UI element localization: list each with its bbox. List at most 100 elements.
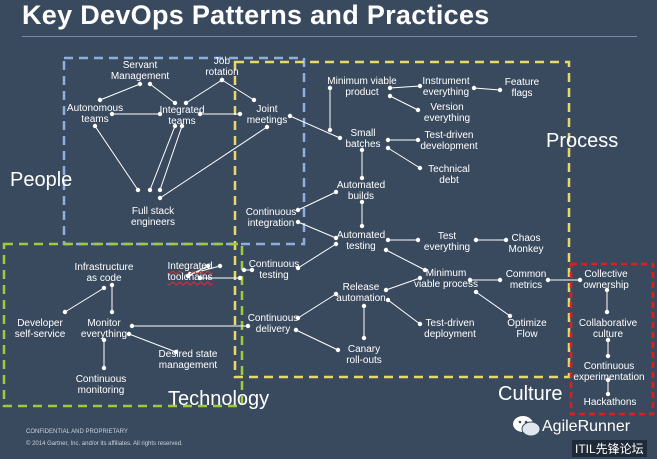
node-release-automation: Release automation xyxy=(336,282,386,304)
connector-dot xyxy=(359,223,365,229)
connector-line xyxy=(297,243,337,269)
connector-dot xyxy=(92,123,98,129)
node-full-stack-engineers: Full stack engineers xyxy=(131,206,175,228)
node-automated-testing: Automated testing xyxy=(336,230,386,252)
connector-line xyxy=(475,291,511,317)
connector-line xyxy=(387,299,421,325)
connector-dot xyxy=(101,337,107,343)
connector-dot xyxy=(333,291,339,297)
connector-dot xyxy=(241,267,247,273)
logo-forum: ITIL先锋论坛 xyxy=(572,440,647,457)
node-hackathons: Hackathons xyxy=(583,397,637,408)
connector-dot xyxy=(185,273,191,279)
node-minimum-viable-product: Minimum viable product xyxy=(327,76,397,98)
connector-line xyxy=(185,79,223,104)
connector-dot xyxy=(172,100,178,106)
connector-dot xyxy=(137,81,143,87)
connector-dot xyxy=(387,93,393,99)
technology-group-box xyxy=(2,242,244,408)
connector-dot xyxy=(173,349,179,355)
connector-dot xyxy=(109,309,115,315)
node-chaos-monkey: Chaos Monkey xyxy=(508,233,544,255)
connector-dot xyxy=(333,189,339,195)
node-infrastructure-as-code: Infrastructure as code xyxy=(74,262,134,284)
logo-brand: AgileRunner xyxy=(542,418,631,435)
connector-dot xyxy=(109,282,115,288)
node-job-rotation: Job rotation xyxy=(205,56,239,78)
connector-dot xyxy=(157,187,163,193)
connector-dot xyxy=(327,127,333,133)
node-continuous-monitoring: Continuous monitoring xyxy=(75,374,127,396)
connector-dot xyxy=(604,309,610,315)
connector-dot xyxy=(245,323,251,329)
connector-dot xyxy=(101,365,107,371)
culture-group-box xyxy=(569,262,655,416)
node-monitor-everything: Monitor everything xyxy=(80,318,128,340)
connector-dot xyxy=(359,147,365,153)
node-continuous-testing: Continuous testing xyxy=(248,259,300,281)
node-autonomous-teams: Autonomous teams xyxy=(66,103,124,125)
connector-dot xyxy=(219,77,225,83)
connector-dot xyxy=(497,87,503,93)
connector-dot xyxy=(183,100,189,106)
node-continuous-integration: Continuous integration xyxy=(245,207,297,229)
connector-dot xyxy=(157,195,163,201)
connector-dot xyxy=(385,137,391,143)
node-integrated-teams: Integrated teams xyxy=(159,105,205,127)
connector-dot xyxy=(101,285,107,291)
connector-line xyxy=(99,83,141,101)
node-joint-meetings: Joint meetings xyxy=(246,104,288,126)
connector-dot xyxy=(417,321,423,327)
connector-dot xyxy=(197,275,203,281)
connector-dot xyxy=(383,247,389,253)
connector-line xyxy=(221,79,255,101)
connector-dot xyxy=(545,277,551,283)
node-continuous-experimentation: Continuous experimentation xyxy=(573,361,645,383)
connector-line xyxy=(94,125,139,191)
connector-dot xyxy=(467,277,473,283)
connector-dot xyxy=(417,275,423,281)
connector-line xyxy=(159,126,268,199)
connector-dot xyxy=(333,235,339,241)
node-small-batches: Small batches xyxy=(345,128,381,150)
connector-dot xyxy=(359,175,365,181)
connector-dot xyxy=(471,85,477,91)
connector-dot xyxy=(417,83,423,89)
connector-dot xyxy=(422,267,428,273)
connector-dot xyxy=(179,123,185,129)
wechat-icon xyxy=(513,416,541,437)
process-group-box xyxy=(233,60,571,379)
connector-line xyxy=(64,287,105,313)
connector-dot xyxy=(605,337,611,343)
node-instrument-everything: Instrument everything xyxy=(422,76,470,98)
connector-dot xyxy=(415,107,421,113)
connector-dot xyxy=(126,331,132,337)
node-servant-management: Servant Management xyxy=(110,60,170,82)
connector-dot xyxy=(605,377,611,383)
connector-dot xyxy=(385,145,391,151)
connector-dot xyxy=(604,287,610,293)
node-technical-debt: Technical debt xyxy=(428,164,470,186)
connector-dot xyxy=(337,135,343,141)
connector-dot xyxy=(361,335,367,341)
node-minimum-viable-process: Minimum viable process xyxy=(414,268,478,290)
connector-dot xyxy=(503,237,509,243)
connector-dot xyxy=(383,287,389,293)
connector-dot xyxy=(287,113,293,119)
connector-dot xyxy=(605,353,611,359)
connector-dot xyxy=(295,265,301,271)
node-feature-flags: Feature flags xyxy=(504,77,540,99)
connector-dot xyxy=(62,309,68,315)
connector-dot xyxy=(387,85,393,91)
connector-dot xyxy=(205,263,211,269)
page-title: Key DevOps Patterns and Practices xyxy=(22,0,490,30)
connector-dot xyxy=(497,277,503,283)
connector-dot xyxy=(359,199,365,205)
connector-dot xyxy=(109,111,115,117)
connector-dot xyxy=(237,111,243,117)
connector-dot xyxy=(251,97,257,103)
node-continuous-delivery: Continuous delivery xyxy=(247,313,299,335)
connector-line xyxy=(389,85,421,89)
connector-line xyxy=(297,191,337,211)
